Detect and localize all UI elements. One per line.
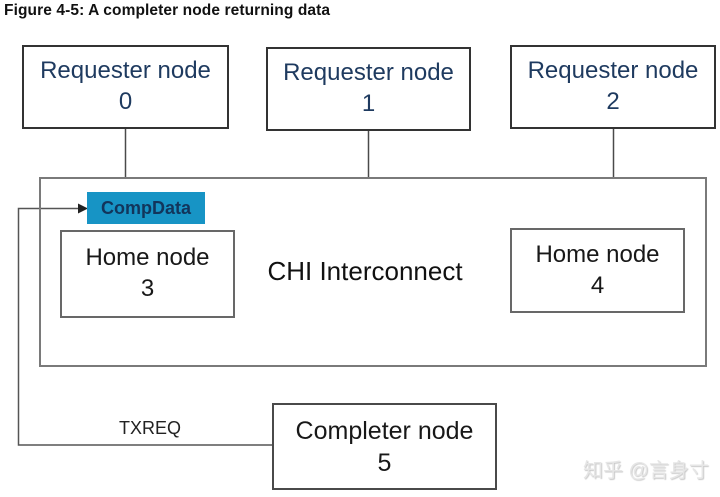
home-node-3-id: 3 [140,275,155,302]
figure-title: Figure 4-5: A completer node returning d… [4,2,331,19]
completer-node-5-id: 5 [377,448,392,477]
home-node-4-box: Home node 4 [510,228,685,313]
completer-node-5-label: Completer node [295,416,474,445]
txreq-label: TXREQ [118,418,181,438]
compdata-badge: CompData [87,192,205,224]
requester-node-0-id: 0 [118,88,133,115]
home-node-4-label: Home node [535,240,660,268]
requester-node-1-label: Requester node [283,59,454,87]
requester-node-0-box: Requester node 0 [22,45,229,129]
requester-node-2-id: 2 [606,88,620,115]
requester-node-2-box: Requester node 2 [510,45,716,129]
chi-interconnect-label: CHI Interconnect [267,256,463,286]
home-node-3-label: Home node [85,244,210,272]
home-node-4-id: 4 [590,271,605,299]
chi-interconnect-box [39,177,707,367]
completer-node-5-box: Completer node 5 [272,403,497,490]
requester-node-2-label: Requester node [527,57,699,85]
requester-node-1-id: 1 [361,90,376,117]
home-node-3-box: Home node 3 [60,230,235,318]
zhihu-watermark: 知乎 @言身寸 [583,460,709,482]
requester-node-0-label: Requester node [40,57,211,85]
requester-node-1-box: Requester node 1 [266,47,471,131]
